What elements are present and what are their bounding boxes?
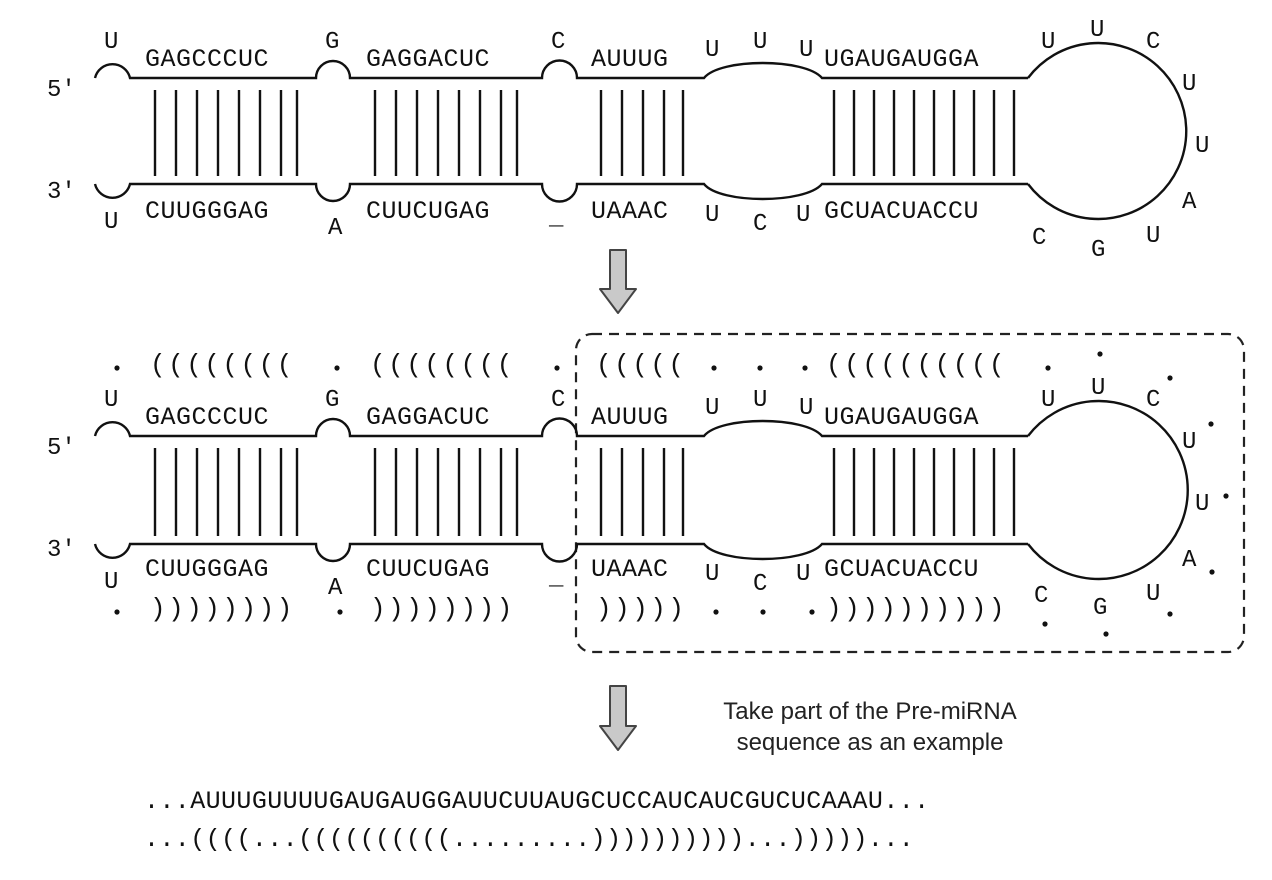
stem-seq-bottom-4: GCUACUACCU [824,555,979,584]
top-strand-backbone [93,59,1028,80]
terminal-loop-nt-8: G [1093,595,1107,622]
stem-seq-top-3: AUUUG [591,45,669,74]
dot-bracket-top-4: (((((((((( [826,350,1007,380]
terminal-loop-nt-1: U [1041,29,1055,56]
down-arrow-icon [599,249,637,314]
dot-bracket-top-3: ((((( [596,350,687,380]
selected-region-box [574,332,1246,654]
terminal-loop-nt-3: C [1146,387,1160,414]
bulge-nt-top-3: C [551,29,565,56]
terminal-loop-nt-4: U [1182,429,1196,456]
bottom-strand-backbone [93,182,1028,203]
dot-bracket-bottom-1: )))))))) [150,594,295,624]
example-dot-bracket: ...((((...((((((((((.........)))))))))).… [144,825,914,854]
stem-seq-top-4: UGAUGAUGGA [824,403,979,432]
base-pair-bars [153,90,1016,176]
internal-loop-nt-bottom-3: U [796,202,810,229]
internal-loop-nt-bottom-2: C [753,571,767,598]
dot-bracket-bottom-4: )))))))))) [826,594,1007,624]
bulge-nt-top-2: G [325,29,339,56]
bulge-nt-top-2: G [325,387,339,414]
top-strand-backbone [93,417,1028,438]
terminal-loop-nt-7: U [1146,581,1160,608]
terminal-loop-nt-9: C [1034,583,1048,610]
bulge-nt-top-1: U [104,387,118,414]
internal-loop-nt-bottom-1: U [705,202,719,229]
dot-bracket-bottom-2: )))))))) [370,594,515,624]
internal-loop-nt-top-2: U [753,29,767,56]
stem-seq-top-4: UGAUGAUGGA [824,45,979,74]
base-pair-bars [153,448,1016,536]
bulge-nt-top-3: C [551,387,565,414]
internal-loop-nt-top-3: U [799,395,813,422]
example-sequence: ...AUUUGUUUUGAUGAUGGAUUCUUAUGCUCCAUCAUCG… [144,787,930,816]
stem-seq-top-2: GAGGACUC [366,45,490,74]
five-prime-label: 5' [47,77,76,104]
terminal-loop-nt-9: C [1032,225,1046,252]
internal-loop-nt-bottom-1: U [705,561,719,588]
bulge-nt-bottom-3: _ [548,205,564,232]
stem-seq-bottom-1: CUUGGGAG [145,197,269,226]
caption-line-1: Take part of the Pre-miRNA [723,698,1016,725]
terminal-loop-nt-3: C [1146,29,1160,56]
unpaired-dots [114,351,1229,637]
terminal-loop-nt-5: U [1195,133,1209,160]
terminal-loop-nt-7: U [1146,223,1160,250]
bulge-nt-top-1: U [104,29,118,56]
bulge-nt-bottom-3: _ [548,565,564,592]
internal-loop-nt-top-1: U [705,37,719,64]
terminal-loop-nt-4: U [1182,71,1196,98]
terminal-loop-nt-8: G [1091,237,1105,264]
stem-seq-bottom-2: CUUCUGAG [366,197,490,226]
internal-loop-nt-top-3: U [799,37,813,64]
stem-seq-top-1: GAGCCCUC [145,45,269,74]
stem-seq-bottom-1: CUUGGGAG [145,555,269,584]
terminal-loop-nt-1: U [1041,387,1055,414]
bulge-nt-bottom-1: U [104,569,118,596]
stem-seq-top-3: AUUUG [591,403,669,432]
terminal-loop [1027,399,1189,581]
terminal-loop-nt-2: U [1090,17,1104,44]
internal-loop-nt-top-2: U [753,387,767,414]
dot-bracket-bottom-3: ))))) [596,594,687,624]
terminal-loop-nt-5: U [1195,491,1209,518]
terminal-loop-nt-6: A [1182,189,1197,216]
terminal-loop-nt-2: U [1091,375,1105,402]
stem-seq-bottom-2: CUUCUGAG [366,555,490,584]
bulge-nt-bottom-1: U [104,209,118,236]
stem-seq-top-2: GAGGACUC [366,403,490,432]
caption-line-2: sequence as an example [737,729,1004,756]
dot-bracket-top-1: (((((((( [150,350,295,380]
five-prime-label: 5' [47,435,76,462]
internal-loop-nt-top-1: U [705,395,719,422]
stem-seq-top-1: GAGCCCUC [145,403,269,432]
terminal-loop-nt-6: A [1182,547,1197,574]
dot-bracket-top-2: (((((((( [370,350,515,380]
internal-loop-nt-bottom-2: C [753,211,767,238]
stem-seq-bottom-4: GCUACUACCU [824,197,979,226]
hairpin-diagram-annotated: 5' 3' [47,350,1229,637]
bulge-nt-bottom-2: A [328,215,343,242]
stem-seq-bottom-3: UAAAC [591,197,669,226]
down-arrow-icon [599,685,637,751]
hairpin-diagram-top: 5' 3' [47,17,1209,264]
three-prime-label: 3' [47,537,76,564]
terminal-loop [1027,41,1188,221]
bulge-nt-bottom-2: A [328,575,343,602]
three-prime-label: 3' [47,179,76,206]
bottom-strand-backbone [93,542,1028,563]
internal-loop-nt-bottom-3: U [796,561,810,588]
stem-seq-bottom-3: UAAAC [591,555,669,584]
